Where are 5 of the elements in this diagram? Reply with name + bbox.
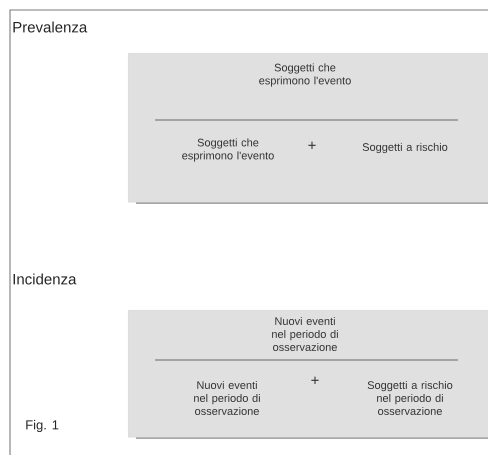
formula-box: Soggetti che esprimono l'evento Soggetti che esprimono l'evento + Soggetti a rischio (128, 53, 488, 204)
formula-box: Nuovi eventi nel periodo di osservazione Nuovi eventi nel periodo di osservazione + Soggetti a rischio nel periodo di osservazione (128, 310, 488, 439)
heading: Prevalenza (13, 22, 88, 32)
heading: Incidenza (14, 273, 76, 284)
caption: Fig. 1 (26, 420, 58, 432)
